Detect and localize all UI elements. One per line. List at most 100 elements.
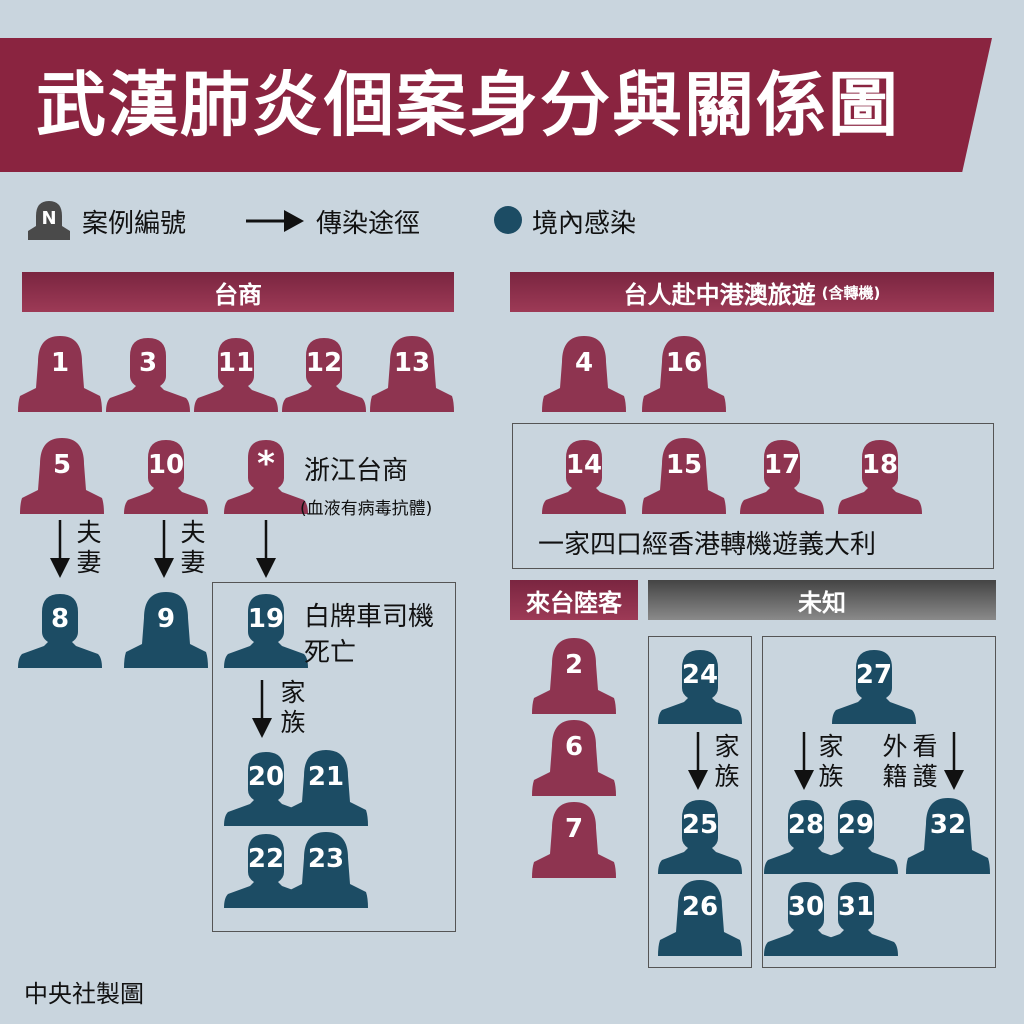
case-6: 6 [532, 716, 616, 796]
case-20: 20 [224, 746, 308, 826]
male-person-icon [814, 800, 898, 874]
case-number: 29 [837, 810, 875, 840]
male-person-icon [814, 882, 898, 956]
label-antibody: (血液有病毒抗體) [300, 499, 433, 519]
case-number: * [257, 444, 275, 484]
case-number: 19 [247, 604, 285, 634]
label-spouse-10-9: 夫妻 [180, 518, 206, 577]
case-30: 30 [764, 876, 848, 956]
male-person-icon [832, 650, 916, 724]
frame-driver-cluster [212, 582, 456, 932]
legend-local: 境內感染 [532, 209, 637, 239]
credit: 中央社製圖 [24, 980, 144, 1008]
case-16: 16 [642, 332, 726, 412]
case-22: 22 [224, 828, 308, 908]
female-person-icon [284, 750, 368, 826]
case-number: 20 [247, 762, 285, 792]
male-person-icon [106, 338, 190, 412]
title-banner [0, 38, 992, 172]
case-number: 16 [665, 348, 703, 378]
male-person-icon [194, 338, 278, 412]
male-person-icon [838, 440, 922, 514]
label-family-19: 家族 [280, 678, 306, 737]
female-person-icon [124, 592, 208, 668]
legend-case-symbol: N [41, 208, 57, 229]
header-unknown: 未知 [648, 580, 996, 620]
case-27: 27 [832, 644, 916, 724]
label-family-24: 家族 [714, 732, 740, 791]
case-8: 8 [18, 588, 102, 668]
female-person-icon [20, 438, 104, 514]
case-number: 17 [763, 450, 801, 480]
case-26: 26 [658, 876, 742, 956]
case-number: 14 [565, 450, 603, 480]
frame-family-trip [512, 423, 994, 569]
case-18: 18 [838, 434, 922, 514]
legend-person-icon: N [26, 198, 72, 240]
female-person-icon [542, 336, 626, 412]
case-number: 28 [787, 810, 825, 840]
header-travel: 台人赴中港澳旅遊(含轉機) [510, 272, 994, 312]
male-person-icon [224, 752, 308, 826]
page-title: 武漢肺炎個案身分與關係圖 [36, 64, 900, 146]
case-1: 1 [18, 332, 102, 412]
arrow-down-icon [686, 732, 710, 794]
case-21: 21 [284, 746, 368, 826]
case-number: 26 [681, 892, 719, 922]
female-person-icon [658, 880, 742, 956]
male-person-icon [18, 594, 102, 668]
case-number: 2 [564, 650, 584, 680]
female-person-icon [532, 802, 616, 878]
case-number: 1 [50, 348, 70, 378]
female-person-icon [642, 438, 726, 514]
female-person-icon [532, 638, 616, 714]
case-19: 19 [224, 588, 308, 668]
female-person-icon [370, 336, 454, 412]
case-28: 28 [764, 794, 848, 874]
case-number: 27 [855, 660, 893, 690]
case-7: 7 [532, 798, 616, 878]
arrow-down-icon [48, 520, 72, 582]
arrow-down-icon [152, 520, 176, 582]
male-person-icon [658, 650, 742, 724]
case-zhejiang: * [224, 434, 308, 514]
case-number: 32 [929, 810, 967, 840]
case-number: 15 [665, 450, 703, 480]
arrow-down-icon [254, 520, 278, 582]
male-person-icon [282, 338, 366, 412]
arrow-down-icon [792, 732, 816, 794]
case-number: 9 [156, 604, 176, 634]
legend-local-dot-icon [494, 206, 522, 234]
male-person-icon [542, 440, 626, 514]
label-foreign: 外籍 [882, 732, 908, 791]
male-person-icon [224, 440, 308, 514]
header-mainland-visitors: 來台陸客 [510, 580, 638, 620]
case-number: 6 [564, 732, 584, 762]
case-10: 10 [124, 434, 208, 514]
case-29: 29 [814, 794, 898, 874]
case-25: 25 [658, 794, 742, 874]
male-person-icon [764, 882, 848, 956]
case-17: 17 [740, 434, 824, 514]
case-number: 18 [861, 450, 899, 480]
male-person-icon [658, 800, 742, 874]
male-person-icon [764, 800, 848, 874]
case-9: 9 [124, 588, 208, 668]
case-number: 30 [787, 892, 825, 922]
case-24: 24 [658, 644, 742, 724]
case-11: 11 [194, 332, 278, 412]
male-person-icon [224, 834, 308, 908]
case-number: 7 [564, 814, 584, 844]
case-number: 31 [837, 892, 875, 922]
case-number: 25 [681, 810, 719, 840]
arrow-down-icon [250, 680, 274, 742]
case-number: 4 [574, 348, 594, 378]
female-person-icon [642, 336, 726, 412]
male-person-icon [124, 440, 208, 514]
female-person-icon [906, 798, 990, 874]
case-12: 12 [282, 332, 366, 412]
case-number: 24 [681, 660, 719, 690]
frame-unknown-cluster-a [648, 636, 752, 968]
label-family-trip: 一家四口經香港轉機遊義大利 [538, 530, 877, 560]
label-caregiver: 看護 [912, 732, 938, 791]
